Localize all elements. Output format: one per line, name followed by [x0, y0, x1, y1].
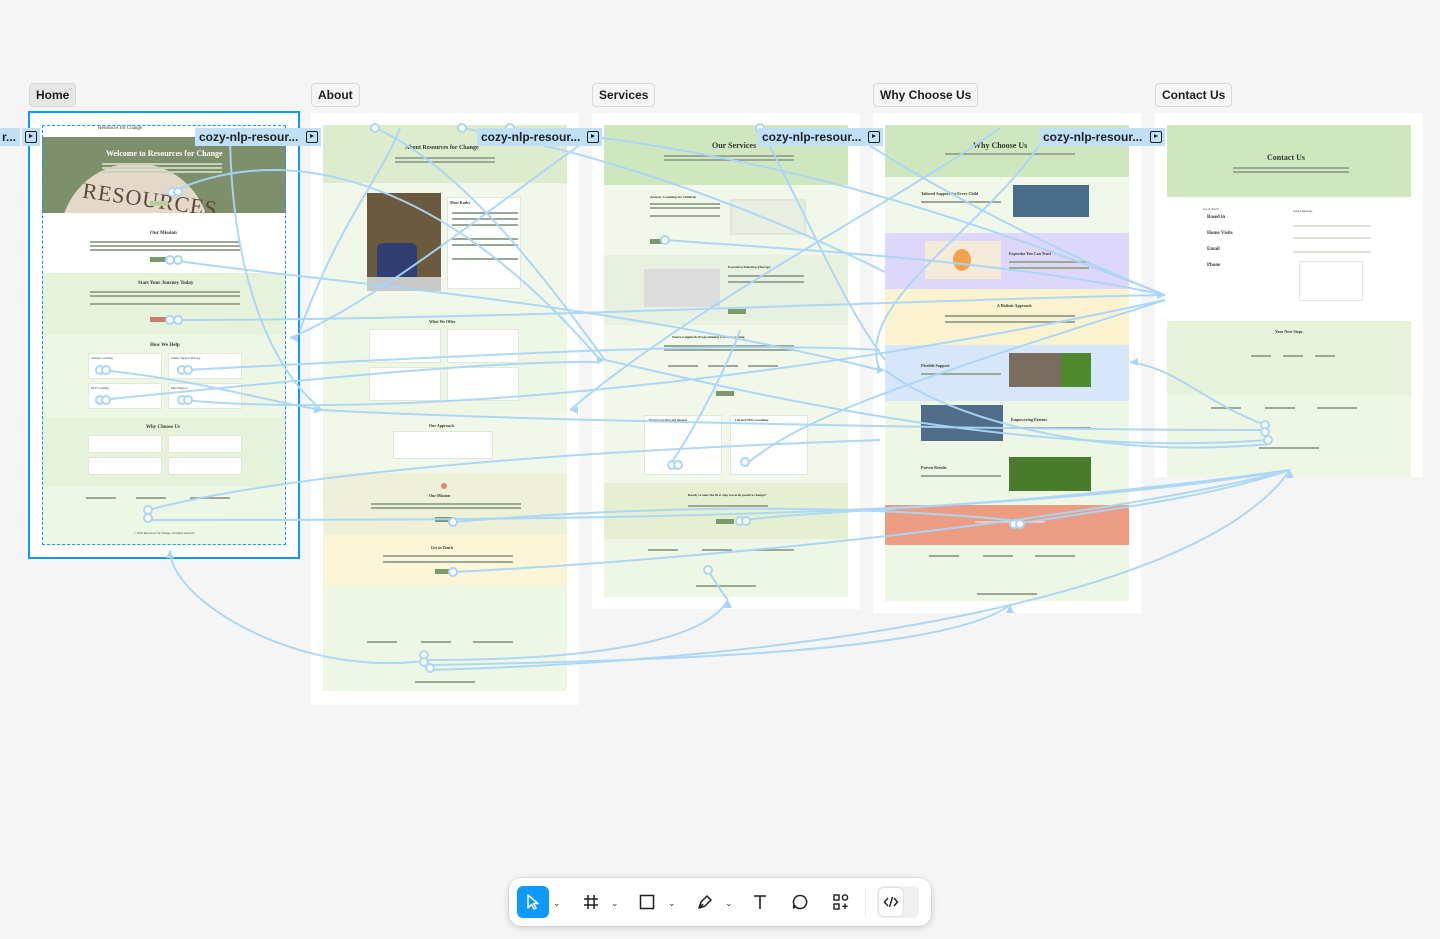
- frame-why-choose-us[interactable]: Why Choose Us Tailored Support for Every…: [873, 113, 1141, 613]
- services-footer: [604, 539, 848, 597]
- service-anxiety: Anxiety Coaching for Children: [604, 185, 848, 255]
- contact-next-steps: Your Next Steps: [1167, 321, 1411, 395]
- home-brand: Resources for Change: [98, 126, 143, 131]
- service-nlp: Neuro-Linguistic Programming (NLP) Coach…: [604, 325, 848, 405]
- frame-label-about[interactable]: About: [311, 83, 360, 107]
- rectangle-icon: [639, 894, 655, 910]
- about-mission-section: Our Mission: [323, 473, 567, 535]
- pen-nib-icon: [698, 895, 712, 909]
- comment-bubble-icon: [792, 894, 808, 910]
- frame-label-services[interactable]: Services: [592, 83, 656, 107]
- shapes-plus-icon: [833, 894, 849, 910]
- home-frame-selection: [28, 111, 300, 559]
- comment-tool-button[interactable]: [784, 886, 816, 918]
- home-mission-title: Our Mission: [150, 231, 177, 236]
- rectangle-tool-chevron-down-icon[interactable]: ⌄: [668, 898, 676, 908]
- contact-main: Get in Touch Based in Home Visits Email …: [1167, 197, 1411, 321]
- about-mission-title: Our Mission: [429, 493, 451, 498]
- flow-badge-about[interactable]: cozy-nlp-resour...: [477, 128, 587, 146]
- kathy-photo: [367, 193, 441, 291]
- flow-badge-why[interactable]: cozy-nlp-resour...: [1039, 128, 1149, 146]
- about-page: About Resources for Change Meet Kathy: [323, 125, 567, 691]
- home-help-title: How We Help: [150, 343, 180, 348]
- service-executive: Executive Function Therapy: [604, 255, 848, 325]
- dev-mode-toggle[interactable]: [877, 886, 919, 918]
- move-tool-chevron-down-icon[interactable]: ⌄: [553, 898, 561, 908]
- why-tailored: Tailored Support for Every Child: [885, 177, 1129, 233]
- why-page: Why Choose Us Tailored Support for Every…: [885, 125, 1129, 601]
- about-touch-section: Get in Touch: [323, 535, 567, 585]
- text-t-icon: [754, 895, 766, 909]
- about-approach-section: Our Approach: [323, 413, 567, 473]
- why-proven: Proven Results: [885, 453, 1129, 505]
- why-footer: [885, 545, 1129, 601]
- meet-title: Meet Kathy: [450, 200, 471, 205]
- why-holistic: A Holistic Approach: [885, 289, 1129, 345]
- pen-tool-button[interactable]: [689, 886, 721, 918]
- services-cta: Ready to take the first step towards pos…: [604, 483, 848, 539]
- toolbar-divider: [865, 888, 866, 916]
- hash-frame-icon: [584, 895, 598, 909]
- about-footer: [323, 585, 567, 691]
- home-footer-copy: © 2025 Resources for Change. All rights …: [134, 531, 195, 535]
- flow-badge-offscreen[interactable]: r...: [0, 128, 20, 146]
- about-meet-section: Meet Kathy: [323, 183, 567, 313]
- flow-badge-home[interactable]: cozy-nlp-resour...: [195, 128, 305, 146]
- frame-tool-button[interactable]: [575, 886, 607, 918]
- services-title: Our Services: [712, 141, 757, 150]
- why-flexible: Flexible Support: [885, 345, 1129, 401]
- flow-start-icon-about[interactable]: [303, 128, 321, 146]
- offer-title: What We Offer: [429, 319, 456, 324]
- rectangle-tool-button[interactable]: [631, 886, 663, 918]
- why-empowering: Empowering Parents: [885, 401, 1129, 453]
- contact-page: Contact Us Get in Touch Based in Home Vi…: [1167, 125, 1411, 477]
- bottom-toolbar: ⌄ ⌄ ⌄ ⌄: [509, 878, 931, 926]
- flow-start-icon-contact[interactable]: [1147, 128, 1165, 146]
- move-tool-button[interactable]: [517, 886, 549, 918]
- frame-label-home[interactable]: Home: [29, 83, 77, 107]
- actions-tool-button[interactable]: [825, 886, 857, 918]
- about-offer-section: What We Offer: [323, 313, 567, 413]
- contact-title: Contact Us: [1267, 153, 1305, 162]
- pen-tool-chevron-down-icon[interactable]: ⌄: [725, 898, 733, 908]
- flow-badge-services[interactable]: cozy-nlp-resour...: [758, 128, 868, 146]
- frame-label-why-choose-us[interactable]: Why Choose Us: [873, 83, 979, 107]
- why-expertise: Expertise You Can Trust: [885, 233, 1129, 289]
- flow-start-icon-home[interactable]: [22, 128, 40, 146]
- home-hero-title: Welcome to Resources for Change: [106, 149, 223, 158]
- home-journey-title: Start Your Journey Today: [138, 281, 194, 286]
- contact-hero: Contact Us: [1167, 125, 1411, 197]
- approach-title: Our Approach: [429, 423, 454, 428]
- frame-label-contact-us[interactable]: Contact Us: [1155, 83, 1233, 107]
- meet-card: Meet Kathy: [447, 197, 521, 289]
- services-page: Our Services Anxiety Coaching for Childr…: [604, 125, 848, 597]
- flow-start-icon-services[interactable]: [584, 128, 602, 146]
- frame-about[interactable]: About Resources for Change Meet Kathy: [311, 113, 579, 705]
- contact-footer: [1167, 395, 1411, 477]
- code-brackets-icon: [883, 896, 899, 908]
- why-title: Why Choose Us: [973, 141, 1028, 150]
- flow-start-icon-why[interactable]: [865, 128, 883, 146]
- text-tool-button[interactable]: [744, 886, 776, 918]
- about-title: About Resources for Change: [405, 145, 479, 151]
- touch-title: Get in Touch: [431, 545, 454, 550]
- home-why-title: Why Choose Us: [146, 425, 180, 430]
- why-cta: [885, 505, 1129, 545]
- service-parent-life: Parent Coaching and Support Life and NEW…: [604, 405, 848, 483]
- frame-contact-us[interactable]: Contact Us Get in Touch Based in Home Vi…: [1155, 113, 1423, 477]
- frame-services[interactable]: Our Services Anxiety Coaching for Childr…: [592, 113, 860, 609]
- frame-tool-chevron-down-icon[interactable]: ⌄: [611, 898, 619, 908]
- cursor-arrow-icon: [527, 894, 539, 910]
